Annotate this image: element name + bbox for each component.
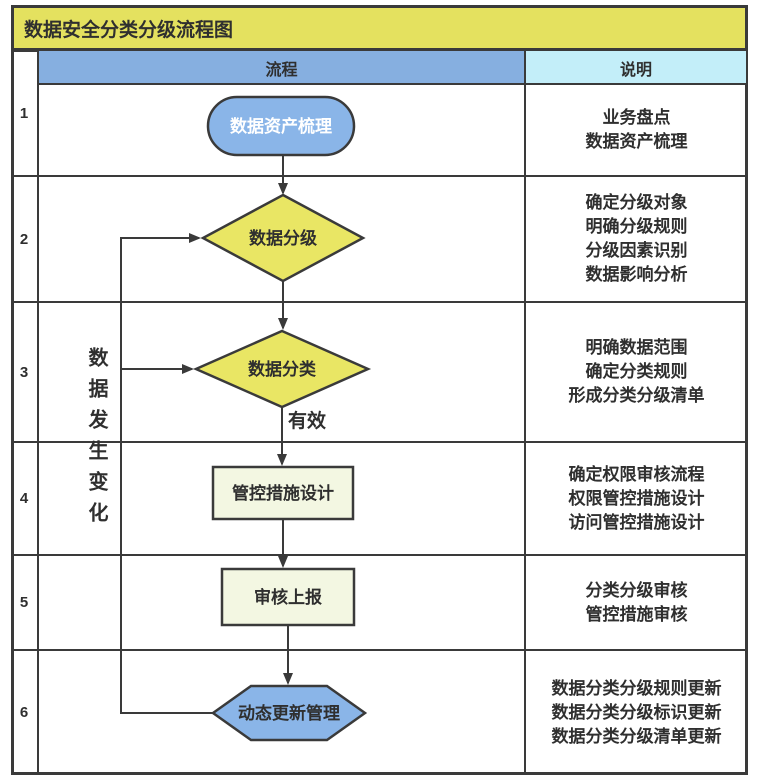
divider-header-bottom	[38, 83, 746, 85]
description-row-2: 确定分级对象 明确分级规则 分级因素识别 数据影响分析	[585, 193, 688, 284]
row-number-2: 2	[19, 230, 29, 248]
node-control-measure-design	[211, 465, 355, 521]
divider-row-3-4	[13, 441, 746, 443]
data-change-feedback-label: 数据发生变化	[85, 347, 107, 533]
node-data-asset-sorting	[206, 95, 356, 157]
divider-process-description	[524, 51, 526, 773]
column-header-description: 说明	[526, 51, 746, 84]
description-row-4: 确定权限审核流程 权限管控措施设计 访问管控措施设计	[568, 464, 705, 532]
node-control-measure-design-label: 管控措施设计	[232, 483, 334, 503]
table-frame	[11, 49, 748, 775]
description-row-3: 明确数据范围 确定分类规则 形成分类分级清单	[568, 338, 705, 405]
valid-branch-label: 有效	[288, 411, 327, 432]
node-data-classification	[192, 329, 372, 409]
feedback-loop-to-grading	[120, 233, 213, 714]
node-data-classification-label: 数据分类	[248, 359, 317, 379]
column-header-description-label: 说明	[619, 61, 652, 79]
node-dynamic-update-management-label: 动态更新管理	[238, 703, 340, 723]
title-bar: 数据安全分类分级流程图	[11, 5, 748, 51]
node-review-report-label: 审核上报	[254, 587, 322, 607]
description-row-5: 分类分级审核 管控措施审核	[585, 580, 688, 624]
row-number-5: 5	[19, 593, 29, 611]
node-data-asset-sorting-label: 数据资产梳理	[230, 116, 332, 136]
description-row-1: 业务盘点 数据资产梳理	[585, 108, 688, 151]
divider-row-4-5	[13, 554, 746, 556]
divider-row-5-6	[13, 649, 746, 651]
description-row-6: 数据分类分级规则更新 数据分类分级标识更新 数据分类分级清单更新	[551, 678, 722, 746]
row-number-4: 4	[19, 489, 29, 507]
node-data-grading	[200, 193, 366, 283]
row-number-3: 3	[19, 363, 29, 381]
node-review-report	[220, 567, 356, 627]
row-number-6: 6	[19, 703, 29, 721]
page-title: 数据安全分类分级流程图	[24, 19, 234, 41]
column-header-process-label: 流程	[265, 61, 298, 79]
node-dynamic-update-management	[210, 684, 368, 742]
divider-row-2-3	[13, 301, 746, 303]
divider-row-1-2	[13, 175, 746, 177]
column-header-process: 流程	[39, 51, 524, 84]
node-data-grading-label: 数据分级	[249, 228, 317, 248]
row-number-1: 1	[19, 104, 29, 122]
divider-number-column	[37, 51, 39, 773]
